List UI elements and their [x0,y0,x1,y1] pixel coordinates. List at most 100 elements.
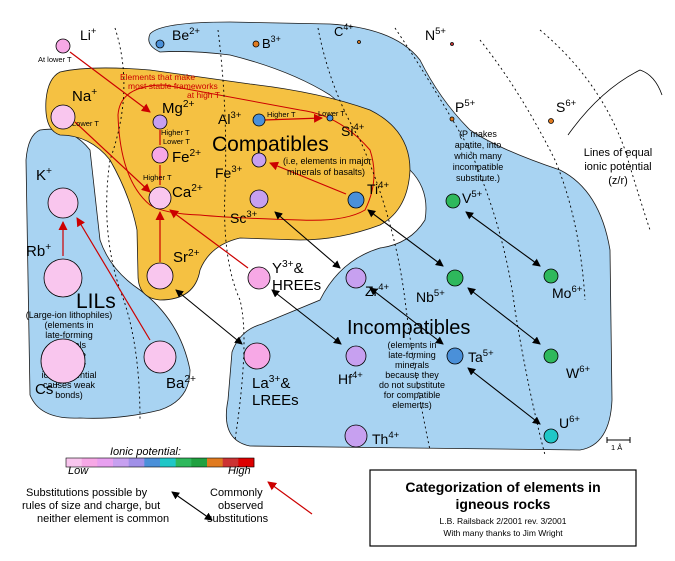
na-note: Lower T [72,119,99,128]
title-line-1: Categorization of elements in [405,479,600,495]
legend-swatch-6 [160,458,176,467]
lils-desc-line-2: late-forming [45,330,93,340]
ion-label-c: C4+ [334,22,353,39]
ion-circle-fe2 [151,146,169,164]
legend-swatch-2 [97,458,114,467]
ion-circle-u [543,428,559,444]
legend-double-arrow [171,491,213,521]
incompat-desc-line-2: minerals [395,360,430,370]
incompat-desc-line-0: (elements in [387,340,436,350]
lils-desc-line-7: causes weak [43,380,96,390]
ion-label-li: Li+ [80,26,97,43]
ionic-label-line-1: ionic potential [584,161,651,173]
ion-label-si: Si4+ [341,122,365,139]
ionic-lines-label: Lines of equal ionic potential (z/r) [584,147,653,187]
ion-label-zr: Zr4+ [365,282,390,299]
svg-text:at high T: at high T [187,90,220,100]
ionic-label-line-0: Lines of equal [584,147,653,159]
title-box: Categorization of elements in igneous ro… [369,469,637,547]
legend-gradient-bar [65,457,255,468]
lils-desc-line-8: bonds) [55,390,83,400]
ion-circle-al [252,113,266,127]
ion-circle-v [445,193,461,209]
ion-label-la: La3+& [252,374,290,392]
ion-circle-y [247,266,271,290]
ion-label-fe2: Fe2+ [172,148,201,166]
ca-note: Higher T [143,173,172,182]
al-note-higher: Higher T [267,110,296,119]
ion-label-ba: Ba2+ [166,374,196,392]
ion-circle-ta [446,347,464,365]
ion-circle-b [252,40,260,48]
svg-text:1 Å: 1 Å [611,443,622,452]
ion-circle-la [243,342,271,370]
ion-circle-na [50,104,76,130]
legend-swatch-8 [191,458,208,467]
ion-circle-be [155,39,165,49]
ion-label-w: W6+ [566,364,591,381]
lils-title: LILs [76,290,116,313]
incompat-desc-line-6: elements) [392,400,432,410]
ion-circle-ti [347,191,365,209]
ionic-label-line-2: (z/r) [608,175,628,187]
ion-label-hf: Hf4+ [338,370,363,387]
ion-label-s: S6+ [556,98,577,115]
compatibles-title: Compatibles [212,133,329,156]
ionic-lines-callout [567,69,663,136]
ion-label-ca: Ca2+ [172,183,203,201]
ion-circle-fe3 [251,152,267,168]
incompatibles-title: Incompatibles [347,317,470,339]
legend-double-arrow-text-1: Substitutions possible by [26,487,148,499]
legend-title: Ionic potential: [110,446,181,458]
legend-red-arrow-text-3: substitutions [207,513,269,525]
legend-red-arrow [267,481,313,515]
legend-high: High [228,465,251,477]
ion-label-la-group: LREEs [252,392,299,409]
ionic-potential-legend: Ionic potential: Low High Substitutions … [22,446,313,525]
ion-label-sr: Sr2+ [173,248,200,266]
stable-frameworks-note: Elements that make most stable framework… [120,72,220,100]
ion-label-be: Be2+ [172,26,200,43]
ion-circles [40,38,559,448]
legend-red-arrow-text-1: Commonly [210,487,263,499]
ion-circle-nb [446,269,464,287]
ion-label-rb: Rb+ [26,242,51,260]
legend-double-arrow-text-2: rules of size and charge, but [22,500,160,512]
ion-label-v: V5+ [462,189,483,206]
p-note-line-1: apatite, into [455,140,502,150]
ion-circle-sc [249,189,269,209]
ionic-potential-lines [106,27,651,456]
ion-label-ti: Ti4+ [367,180,389,197]
ion-labels: Li+Be2+B3+C4+N5+Na+Mg2+Al3+Si4+P5+S6+Fe2… [26,22,591,447]
mg-note-higher: Higher T [161,128,190,137]
incompat-desc-line-4: do not substitute [379,380,445,390]
ion-circle-w [543,348,559,364]
legend-swatch-11 [238,458,255,467]
ion-circle-si [326,114,334,122]
ion-label-u: U6+ [559,414,580,431]
svg-text:most stable frameworks: most stable frameworks [128,81,218,91]
compatibles-desc-2: minerals of basalts) [287,167,365,177]
ion-circle-k [47,187,79,219]
ion-circle-rb [43,258,83,298]
incompat-desc-line-1: late-forming [388,350,436,360]
ion-label-y-group: HREEs [272,277,321,294]
ion-circle-zr [345,267,367,289]
legend-swatch-5 [144,458,161,467]
ion-circle-ba [143,340,177,374]
ion-circle-li [55,38,71,54]
lils-desc-line-0: (Large-ion lithophiles) [26,310,113,320]
ion-label-b: B3+ [262,34,281,51]
ion-label-mg: Mg2+ [162,99,195,117]
legend-swatch-10 [222,458,239,467]
legend-swatch-0 [66,458,82,467]
legend-low: Low [68,465,89,477]
title-credit: L.B. Railsback 2/2001 rev. 3/2001 [440,516,567,526]
scale-bar: 1 Å [606,437,631,452]
ion-circle-ca [148,186,172,210]
ion-circle-sr [146,262,174,290]
ion-circle-n [450,42,454,46]
title-thanks: With many thanks to Jim Wright [443,528,563,538]
p-note-line-0: (P makes [459,129,497,139]
